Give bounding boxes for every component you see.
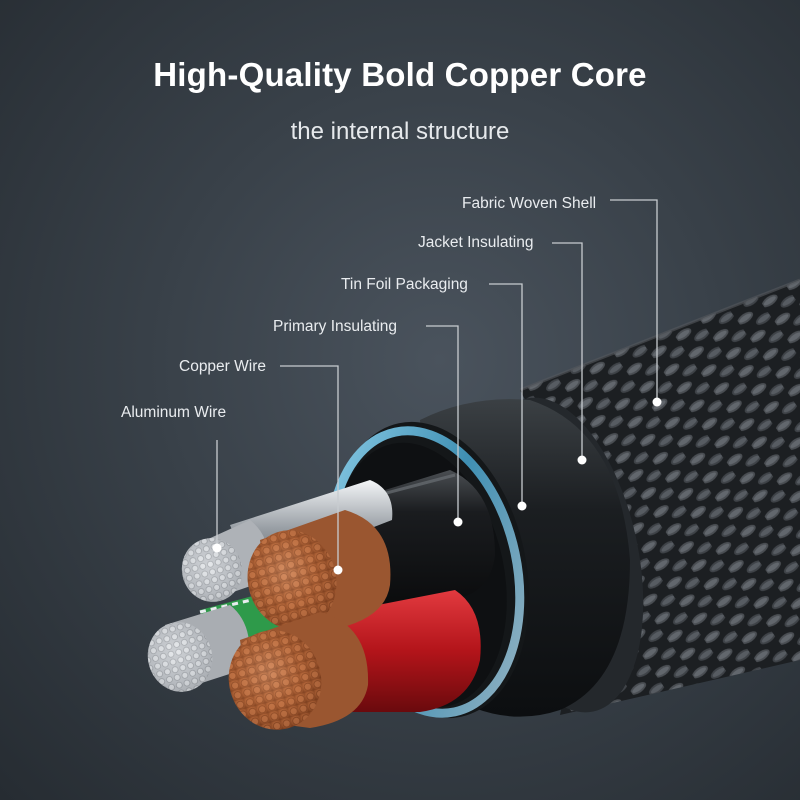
label-copper-wire: Copper Wire [179, 358, 266, 375]
page-subtitle: the internal structure [290, 118, 510, 145]
label-aluminum-wire: Aluminum Wire [121, 404, 227, 421]
callout-leader-lines [216, 199, 658, 570]
leader-copper-wire [280, 365, 339, 570]
leader-jacket-insulating [552, 242, 583, 460]
copper-wire-lower [228, 612, 369, 730]
leader-tin-foil-packaging [489, 283, 523, 506]
aluminum-wire-lower [147, 605, 250, 692]
label-tin-foil-packaging: Tin Foil Packaging [341, 276, 468, 293]
page-title: High-Quality Bold Copper Core [153, 56, 647, 93]
label-primary-insulating: Primary Insulating [273, 318, 398, 335]
leader-primary-insulating [426, 325, 459, 522]
callout-dots [212, 397, 662, 575]
label-jacket-insulating: Jacket Insulating [418, 234, 534, 251]
leader-fabric-woven-shell [610, 199, 658, 402]
copper-wire-upper [247, 510, 391, 630]
label-fabric-woven-shell: Fabric Woven Shell [462, 195, 597, 212]
